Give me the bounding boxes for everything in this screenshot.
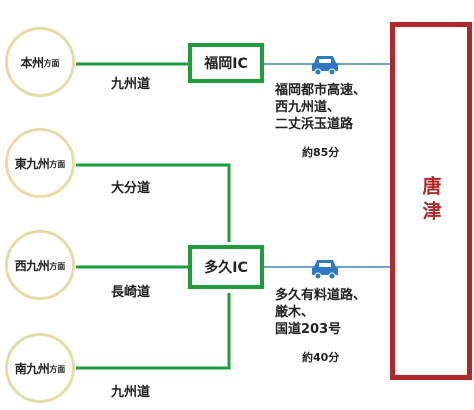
route-info-fukuoka: 福岡都市高速、 西九州道、 二丈浜玉道路 [275, 83, 367, 132]
origin-higashi-kyushu: 東九州方面 [5, 128, 75, 198]
route-info-taku: 多久有料道路、 厳木、 国道203号 [275, 288, 367, 337]
road-label-nagasaki: 長崎道 [111, 285, 151, 300]
line-higashikyushu-taku [76, 163, 231, 242]
destination-label: 唐津 [419, 176, 442, 226]
travel-time-fukuoka: 約85分 [302, 146, 340, 159]
travel-time-taku: 約40分 [302, 351, 340, 364]
road-label-kyushu-2: 九州道 [111, 385, 151, 400]
car-icon [312, 260, 338, 280]
destination-karatsu: 唐津 [390, 22, 472, 380]
road-label-kyushu-1: 九州道 [111, 77, 151, 92]
car-icon [312, 56, 338, 76]
road-label-oita: 大分道 [111, 181, 151, 196]
origin-nishi-kyushu: 西九州方面 [5, 230, 75, 300]
origin-minami-kyushu: 南九州方面 [5, 333, 75, 403]
origin-honshu: 本州方面 [5, 27, 75, 97]
ic-fukuoka: 福岡IC [188, 43, 264, 83]
line-minamikyushu-taku [76, 293, 231, 370]
ic-taku: 多久IC [188, 245, 264, 289]
